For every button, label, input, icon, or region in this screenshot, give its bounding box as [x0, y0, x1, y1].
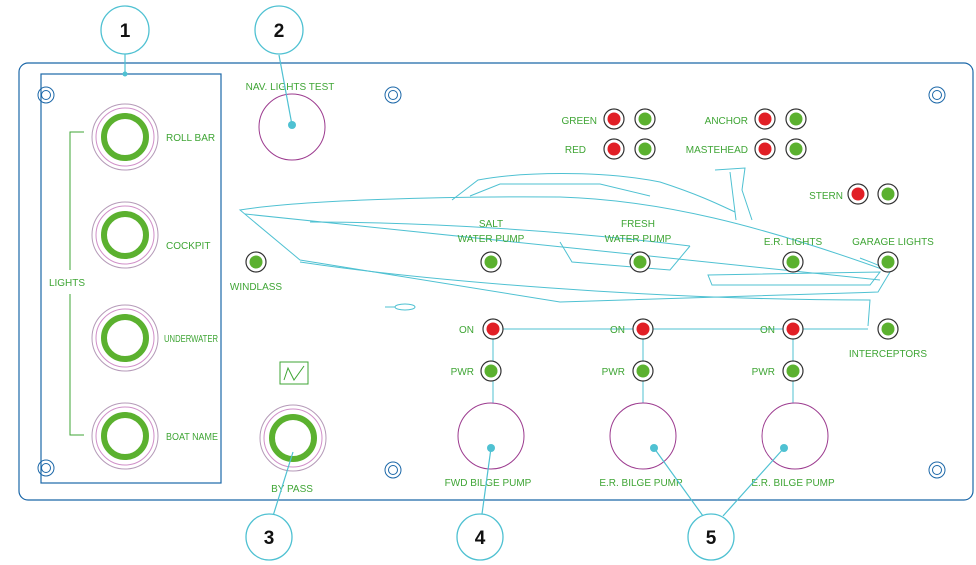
- nav-lights-test-label: NAV. LIGHTS TEST: [246, 82, 335, 93]
- callout-4: 4: [457, 514, 503, 560]
- er-bilge-2-on-label: ON: [760, 325, 775, 336]
- er-lights-led: [783, 252, 803, 272]
- fwd-bilge-on-led: [483, 319, 503, 339]
- callout-3-number: 3: [264, 528, 275, 549]
- callout-1: 1: [101, 6, 149, 54]
- anchor-red-led: [755, 109, 775, 129]
- anchor-light-label: ANCHOR: [705, 116, 748, 127]
- red-light-label: RED: [565, 145, 586, 156]
- salt-water-pump-label-2: WATER PUMP: [458, 234, 525, 245]
- windlass-indicator: [246, 252, 266, 272]
- fresh-water-pump-label-2: WATER PUMP: [605, 234, 672, 245]
- underwater-switch[interactable]: [92, 305, 158, 371]
- green-light-red-led: [604, 109, 624, 129]
- garage-lights-label: GARAGE LIGHTS: [852, 237, 934, 248]
- fresh-water-pump-led: [630, 252, 650, 272]
- bypass-label: BY PASS: [271, 484, 313, 495]
- cockpit-label: COCKPIT: [166, 241, 210, 252]
- er-bilge-1-pwr-led: [633, 361, 653, 381]
- boat-name-switch[interactable]: [92, 403, 158, 469]
- er-bilge-1-on-led: [633, 319, 653, 339]
- salt-water-pump-label-1: SALT: [479, 219, 503, 230]
- stern-red-led: [848, 184, 868, 204]
- er-bilge-pump-1-button[interactable]: [610, 403, 676, 469]
- er-bilge-pump-2-label: E.R. BILGE PUMP: [751, 478, 835, 489]
- masthead-green-led: [786, 139, 806, 159]
- callout-3: 3: [246, 514, 292, 560]
- green-light-green-led: [635, 109, 655, 129]
- salt-water-pump-led: [481, 252, 501, 272]
- callout-1-number: 1: [120, 21, 131, 42]
- roll-bar-label: ROLL BAR: [166, 133, 215, 144]
- roll-bar-switch[interactable]: [92, 104, 158, 170]
- fwd-bilge-on-label: ON: [459, 325, 474, 336]
- underwater-label: UNDERWATER: [164, 334, 218, 345]
- green-light-label: GREEN: [561, 116, 597, 127]
- stern-green-led: [878, 184, 898, 204]
- er-bilge-1-on-label: ON: [610, 325, 625, 336]
- nav-lights-test-button[interactable]: [259, 94, 325, 160]
- cockpit-switch[interactable]: [92, 202, 158, 268]
- er-bilge-pump-1-label: E.R. BILGE PUMP: [599, 478, 683, 489]
- er-bilge-pump-2-button[interactable]: [762, 403, 828, 469]
- screw-icon: [929, 462, 945, 478]
- boat-name-label: BOAT NAME: [166, 432, 218, 443]
- callout-5: 5: [688, 514, 734, 560]
- er-bilge-2-pwr-label: PWR: [752, 367, 775, 378]
- fresh-water-pump-label-1: FRESH: [621, 219, 655, 230]
- windlass-label: WINDLASS: [230, 282, 283, 293]
- callout-5-number: 5: [706, 528, 717, 549]
- red-light-green-led: [635, 139, 655, 159]
- masthead-red-led: [755, 139, 775, 159]
- er-bilge-2-pwr-led: [783, 361, 803, 381]
- red-light-red-led: [604, 139, 624, 159]
- er-bilge-2-on-led: [783, 319, 803, 339]
- interceptors-label: INTERCEPTORS: [849, 349, 927, 360]
- screw-icon: [929, 87, 945, 103]
- masthead-light-label: MASTEHEAD: [686, 145, 748, 156]
- callout-2-number: 2: [274, 21, 285, 42]
- fwd-bilge-pwr-label: PWR: [451, 367, 474, 378]
- stern-light-label: STERN: [809, 191, 843, 202]
- callout-4-number: 4: [475, 528, 486, 549]
- fwd-bilge-pump-button[interactable]: [458, 403, 524, 469]
- er-bilge-1-pwr-label: PWR: [602, 367, 625, 378]
- callout-1-dot: [123, 72, 128, 77]
- wiper-icon: [280, 362, 308, 384]
- anchor-green-led: [786, 109, 806, 129]
- interceptors-led: [878, 319, 898, 339]
- er-lights-label: E.R. LIGHTS: [764, 237, 823, 248]
- fwd-bilge-pwr-led: [481, 361, 501, 381]
- garage-lights-led: [878, 252, 898, 272]
- screw-icon: [385, 462, 401, 478]
- fwd-bilge-pump-label: FWD BILGE PUMP: [445, 478, 532, 489]
- lights-group-label: LIGHTS: [49, 278, 85, 289]
- bypass-switch[interactable]: [260, 405, 326, 471]
- callout-2: 2: [255, 6, 303, 54]
- screw-icon: [385, 87, 401, 103]
